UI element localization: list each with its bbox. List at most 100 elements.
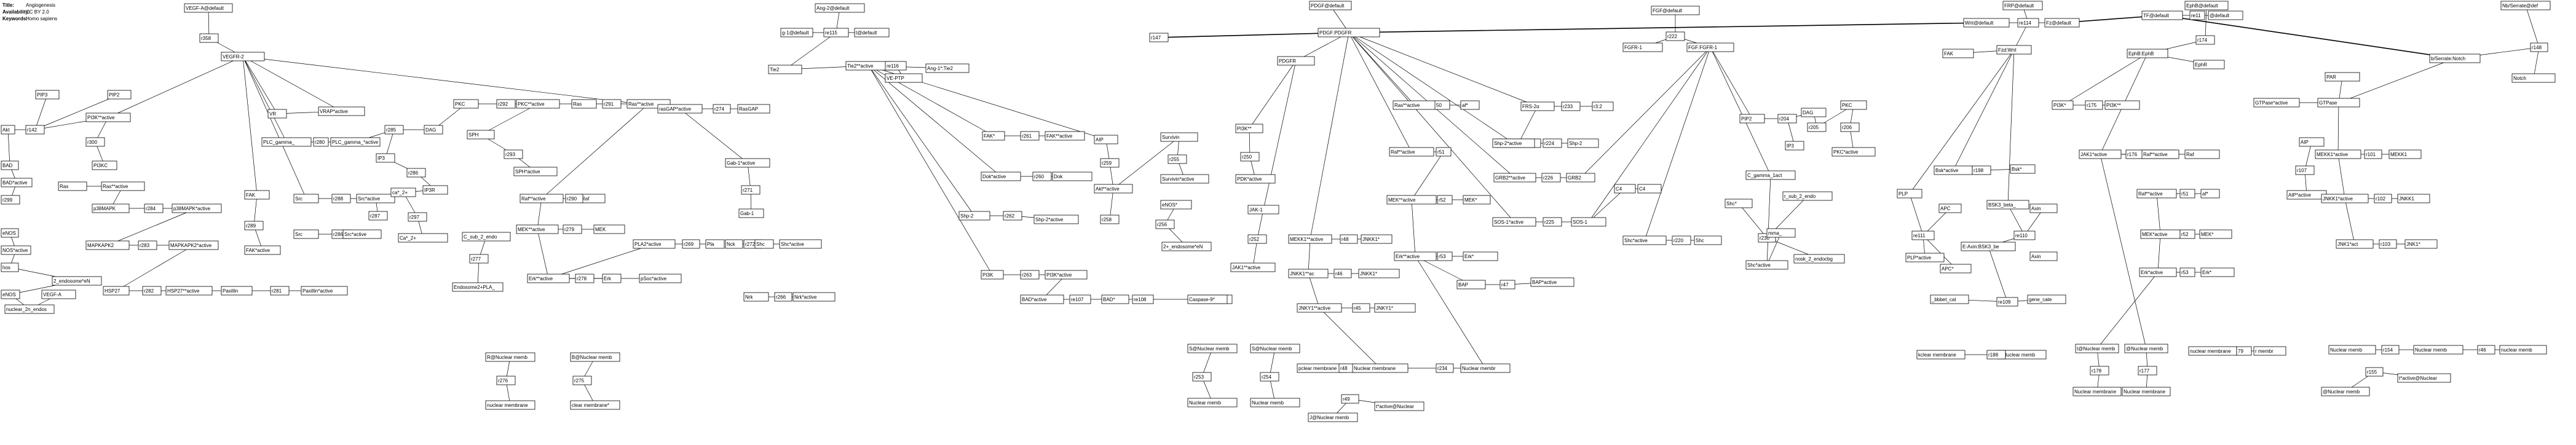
node-shp2[interactable]: Shp-2: [958, 211, 990, 221]
node-r115[interactable]: re115: [823, 28, 849, 37]
node-paxillin[interactable]: Paxillin: [221, 286, 253, 296]
node-r299[interactable]: r299: [1, 195, 20, 205]
node-eNOS-2n[interactable]: eNOS: [1, 289, 20, 299]
node-bad-r[interactable]: BAD*: [1101, 294, 1129, 304]
node-pkc-f2[interactable]: mma_: [1766, 228, 1796, 238]
node-r289[interactable]: r289: [244, 221, 264, 230]
node-r51[interactable]: r51: [1436, 147, 1452, 157]
node-pi3k-e[interactable]: PI3K**: [2104, 100, 2140, 110]
node-r280[interactable]: r280: [313, 137, 329, 147]
node-jnk1-w[interactable]: JNK1*act: [2336, 239, 2374, 249]
node-r254[interactable]: r254: [1260, 372, 1279, 382]
node-nck[interactable]: Nck: [725, 239, 743, 249]
node-nuc-p3[interactable]: Nuclear membr: [1460, 363, 1511, 373]
node-r198[interactable]: r198: [1972, 165, 1991, 175]
node-nuc-w1[interactable]: Nuclear memb: [2328, 345, 2376, 355]
node-r52[interactable]: r52: [1437, 195, 1453, 205]
node-jnkk1-w[interactable]: JNKK1*active: [2321, 194, 2369, 203]
node-r282[interactable]: r282: [142, 286, 162, 296]
node-nrk[interactable]: Nrk: [743, 292, 769, 302]
node-pkc-active[interactable]: PKC**active: [516, 99, 560, 109]
node-nuclear-memb2[interactable]: clear membrane*: [570, 400, 620, 410]
node-fak-2[interactable]: FAK*: [982, 131, 1005, 141]
node-r53[interactable]: r53: [1437, 251, 1453, 261]
node-shc-active-bottom[interactable]: Shc*active: [1745, 260, 1788, 270]
node-r101[interactable]: r101: [2364, 149, 2382, 159]
node-beta-cat[interactable]: _bbbet_cat: [1930, 294, 1969, 304]
node-rasgap[interactable]: RasGAP: [737, 104, 770, 114]
node-fak-active[interactable]: FAK*active: [244, 245, 281, 255]
node-r220[interactable]: r220: [1672, 235, 1691, 245]
node-aip-w-active[interactable]: AIP*active: [2286, 190, 2327, 200]
node-vegf-a-default[interactable]: VEGF-A@default: [184, 3, 233, 13]
node-bsk[interactable]: Bsk*: [2010, 164, 2036, 174]
node-jak1-e[interactable]: JAK1*active: [2079, 149, 2122, 159]
node-nuc-p2[interactable]: Nuclear membrane: [1352, 363, 1409, 373]
node-dag[interactable]: DAG: [424, 125, 443, 135]
node-src2-active[interactable]: Src*active: [342, 229, 382, 239]
node-nuclear-memb1[interactable]: nuclear membrane: [485, 400, 535, 410]
node-fak-w[interactable]: FAK: [1942, 49, 1974, 58]
node-r-tf[interactable]: re11: [2189, 10, 2205, 20]
node-mek[interactable]: MEK: [593, 224, 625, 234]
node-nuc-e5[interactable]: nuclear membrane: [2188, 346, 2237, 356]
node-r277[interactable]: r277: [469, 254, 489, 264]
node-r205[interactable]: r205: [1807, 122, 1827, 132]
node-r176[interactable]: r176: [2125, 149, 2144, 159]
node-r279[interactable]: r279: [563, 224, 582, 234]
node-pi3k-p[interactable]: PI3K**: [1235, 124, 1263, 133]
node-r107[interactable]: re107: [1069, 294, 1091, 304]
node-fak2-active[interactable]: FAK**active: [1045, 131, 1085, 141]
node-pi3k-active[interactable]: PI3K**active: [85, 112, 131, 122]
node-caspase-r[interactable]: Caspase-9*: [1187, 294, 1228, 304]
node-shc-active[interactable]: Shc*active: [779, 239, 822, 249]
node-r286b[interactable]: r286: [406, 168, 426, 178]
node-r266[interactable]: r266: [774, 292, 792, 302]
node-mekk1-w[interactable]: MEKK1*active: [2315, 149, 2361, 159]
node-shp2-p[interactable]: Shp-2: [1567, 138, 1599, 148]
node-gab1[interactable]: Gab-1: [738, 208, 764, 218]
node-tie2-active[interactable]: Tie2**active: [845, 61, 892, 71]
node-c4-b[interactable]: C4: [1637, 184, 1662, 194]
node-akt[interactable]: Akt: [1, 125, 15, 135]
node-shp2-p-active[interactable]: Shp-2*active: [1492, 138, 1535, 148]
node-ip3-f[interactable]: IP3: [1785, 141, 1804, 151]
node-r-e52[interactable]: r52: [2179, 229, 2195, 239]
node-nuc-p4[interactable]: J@Nuclear memb: [1308, 412, 1358, 422]
node-raf-e2-active[interactable]: Raf**active: [2136, 189, 2177, 199]
node-ras[interactable]: Ras: [571, 99, 597, 109]
node-ip3[interactable]: IP3: [376, 153, 395, 163]
node-hsp27-active[interactable]: HSP27**active: [165, 286, 213, 296]
node-erk-e2[interactable]: Erk*: [2200, 267, 2235, 277]
node-raf-e[interactable]: Raf: [2184, 149, 2220, 159]
node-nuc-w4[interactable]: @Nuclear memb: [2321, 387, 2370, 396]
node-r-default-tie[interactable]: t@default: [854, 28, 890, 37]
node-r147[interactable]: r147: [1149, 33, 1169, 42]
node-akt-active[interactable]: Akt**active: [1094, 184, 1133, 194]
node-raf-active[interactable]: Raf**active: [520, 194, 564, 203]
node-c4-a[interactable]: C4: [1614, 184, 1636, 194]
node-mapkapk2[interactable]: MAPKAPK2: [85, 240, 130, 250]
node-nuc-e2[interactable]: Nuclear membrane: [2072, 387, 2122, 396]
node-r114[interactable]: re114: [2017, 18, 2039, 28]
node-r111[interactable]: re111: [1911, 230, 1935, 240]
node-apc-p[interactable]: APC*: [1940, 264, 1972, 274]
node-r291[interactable]: r291: [602, 99, 622, 109]
node-r255[interactable]: r255: [1167, 154, 1187, 164]
node-pkc[interactable]: PKC: [453, 99, 479, 109]
node-r-active-nuc[interactable]: t*active@Nuclear: [1374, 401, 1424, 411]
node-r148[interactable]: r148: [2530, 42, 2548, 52]
node-r154[interactable]: r154: [2381, 345, 2400, 355]
node-r293[interactable]: r293: [504, 149, 523, 159]
node-bsk3-axin[interactable]: E-Axin:BSK3_be: [1961, 242, 2016, 251]
node-r46[interactable]: r46: [1333, 269, 1352, 278]
node-r271[interactable]: r271: [741, 185, 761, 195]
node-r110[interactable]: re110: [2013, 230, 2036, 240]
node-notch-delta[interactable]: b/Serrate:Notch: [2429, 53, 2481, 63]
node-r287[interactable]: r287: [368, 211, 388, 221]
node-mek-active[interactable]: MEK**active: [516, 224, 559, 234]
node-grb2-active[interactable]: GRB2**active: [1493, 173, 1536, 183]
node-mekk1-active[interactable]: MEKK1**active: [1288, 234, 1332, 244]
node-nuc-w2[interactable]: Nuclear memb: [2413, 345, 2463, 355]
node-tie2[interactable]: Tie2: [768, 65, 802, 74]
